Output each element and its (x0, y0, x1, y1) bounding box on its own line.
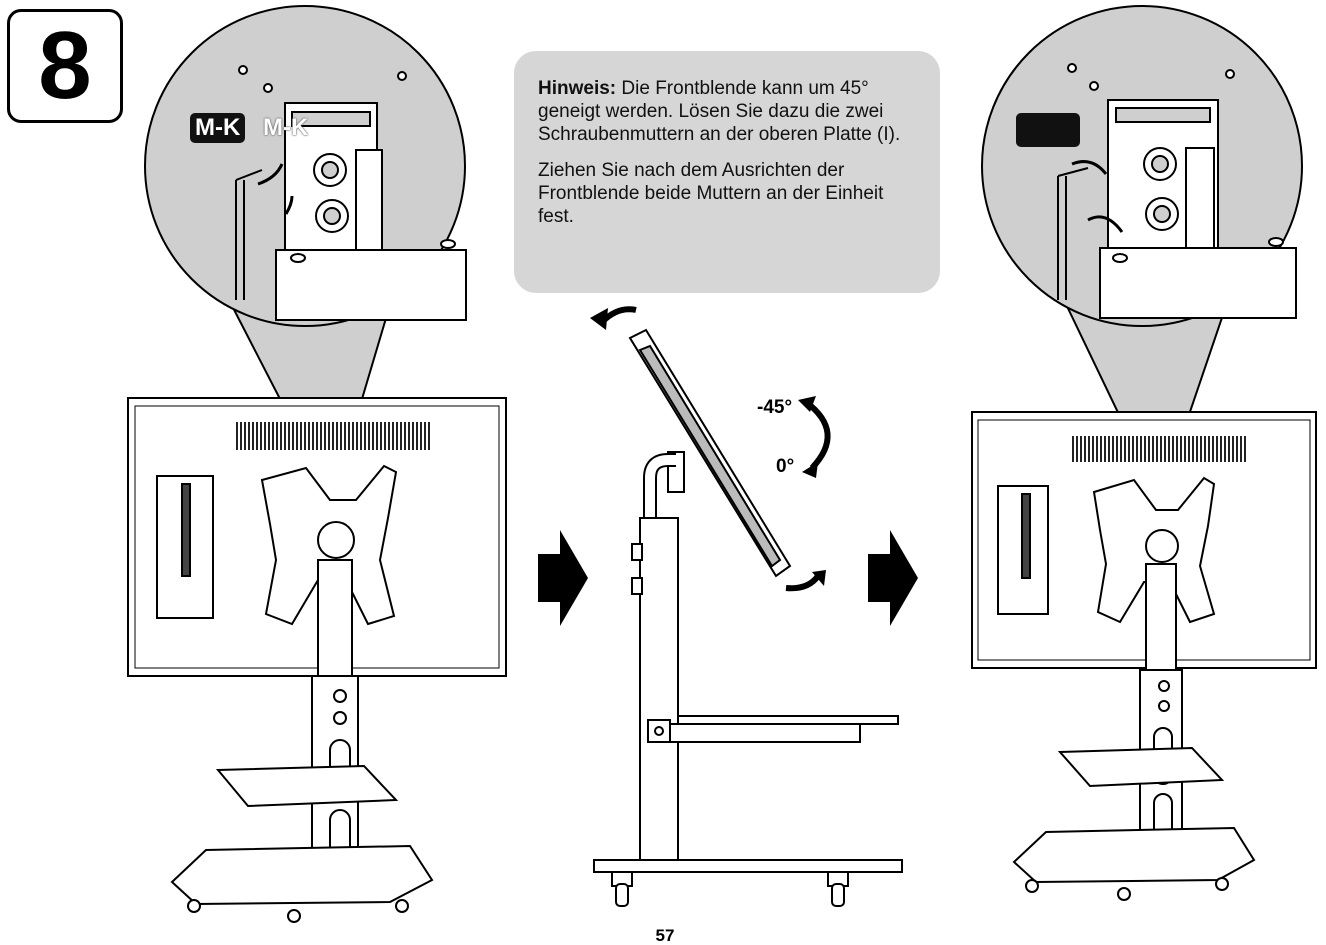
middle-shelf (677, 715, 899, 725)
tighten-arrow-icon (1071, 160, 1108, 175)
step-number-badge: 8 (7, 9, 123, 123)
tool-tag-blank (1016, 113, 1080, 147)
right-pole (1145, 563, 1177, 675)
hint-note: Hinweis: Die Frontblende kann um 45° gen… (514, 51, 940, 293)
left-assembly (127, 5, 507, 923)
process-arrow-icon (538, 530, 588, 626)
left-shelf (215, 764, 399, 808)
hint-paragraph-2: Ziehen Sie nach dem Ausrichten der Front… (538, 160, 884, 227)
right-assembly (971, 5, 1317, 901)
process-arrow-icon (868, 530, 918, 626)
left-pole (317, 559, 353, 681)
page-number: 57 (655, 926, 675, 945)
angle-arrow-icon (804, 399, 831, 471)
right-shelf (1057, 746, 1225, 788)
loosen-arrow-icon (257, 163, 284, 186)
right-magnifier-detail (1057, 63, 1297, 319)
tool-tag-filled: M-K (190, 113, 246, 143)
middle-assembly (590, 306, 903, 907)
middle-column (639, 517, 679, 865)
right-base (1012, 826, 1256, 884)
hex-key-icon (1057, 167, 1089, 300)
angle-label-top: -45° (757, 397, 793, 418)
middle-base (593, 859, 903, 873)
hint-heading: Hinweis: (538, 78, 617, 99)
angle-label-bottom: 0° (776, 456, 795, 477)
tool-tag-outline: M-K (263, 114, 309, 141)
hint-paragraph-1: Hinweis: Die Frontblende kann um 45° gen… (538, 77, 922, 146)
left-base (170, 844, 434, 906)
hint-text-1: Die Frontblende kann um 45° geneigt werd… (538, 78, 901, 145)
left-magnifier-detail (235, 65, 467, 321)
